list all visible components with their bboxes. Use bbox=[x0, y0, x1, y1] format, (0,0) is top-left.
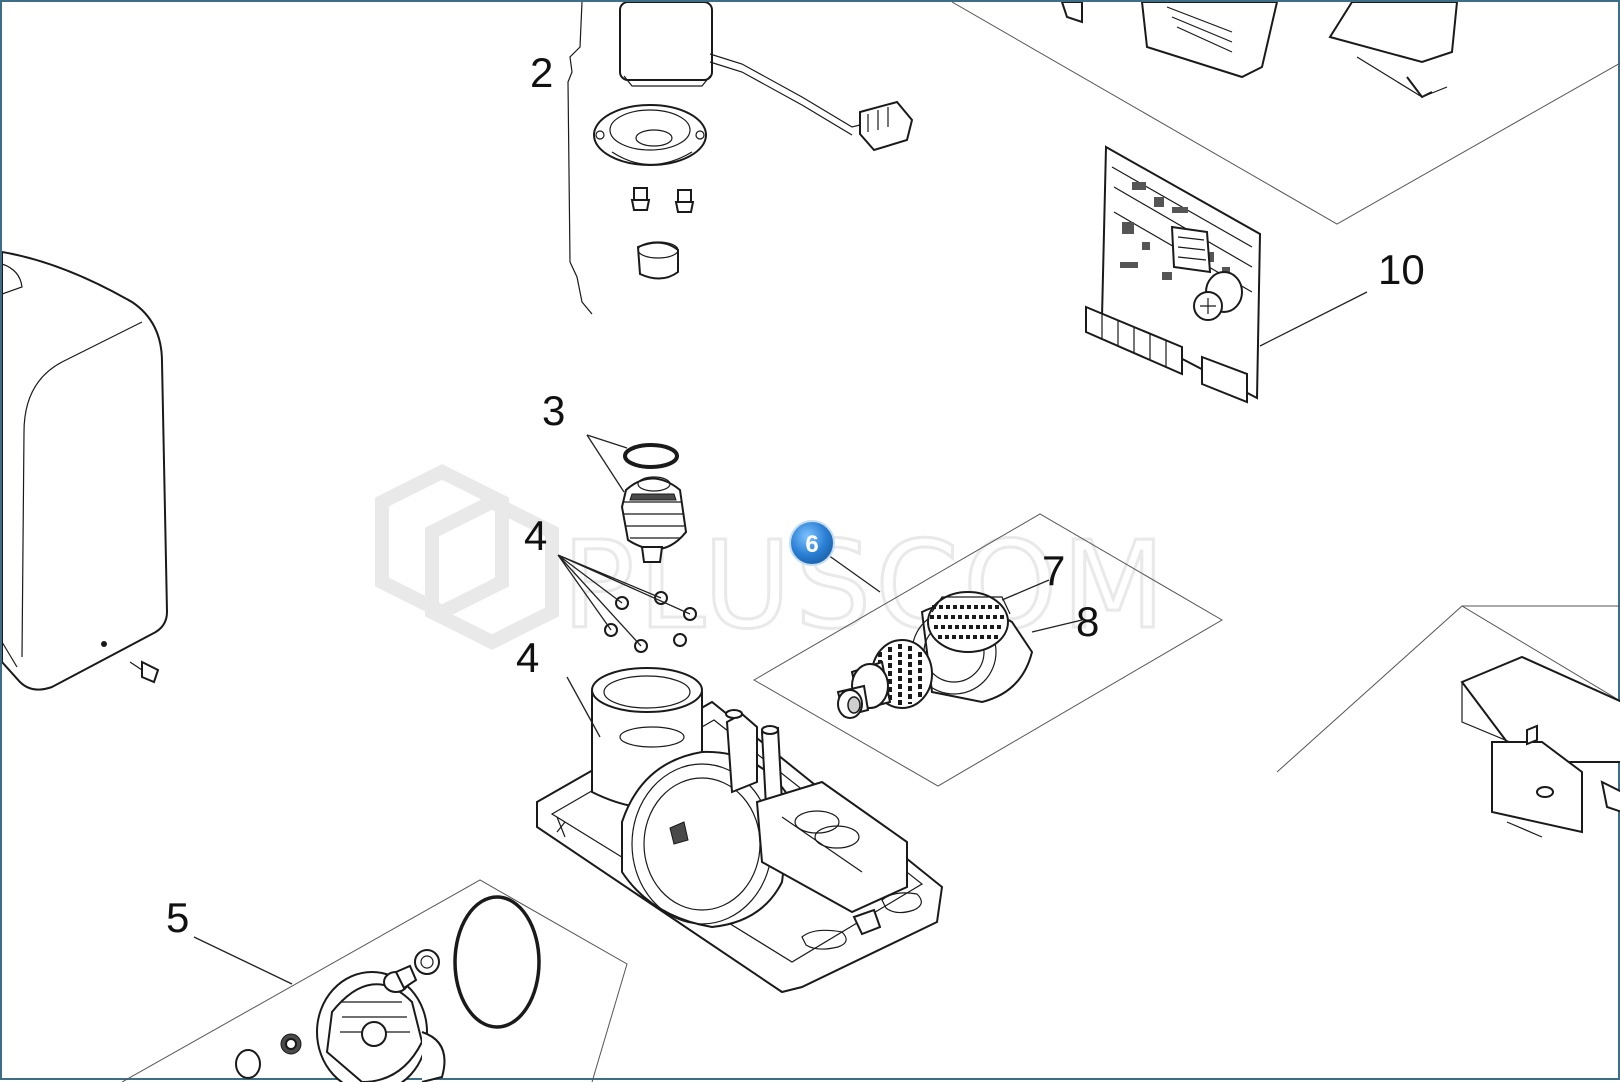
release-disc bbox=[316, 971, 446, 1082]
part-6-gear-assembly bbox=[836, 591, 1034, 719]
motor-coupling bbox=[636, 241, 679, 280]
leader-3-oring bbox=[586, 434, 628, 449]
callout-2: 2 bbox=[530, 49, 553, 96]
motor-connector bbox=[859, 100, 914, 152]
cover-housing bbox=[2, 250, 169, 691]
callout-4-screws: 4 bbox=[524, 512, 547, 559]
callout-7: 7 bbox=[1042, 547, 1065, 594]
base-support-post bbox=[725, 709, 784, 808]
leader-4-base bbox=[566, 676, 601, 738]
callout-3: 3 bbox=[542, 387, 565, 434]
pcb-capacitor bbox=[1193, 271, 1243, 321]
part-5-release-assembly bbox=[235, 895, 541, 1082]
gearbox-base-housing bbox=[536, 667, 944, 994]
top-right-bracket bbox=[1060, 2, 1459, 99]
cover-screw bbox=[129, 660, 160, 684]
pcb-terminal-blocks bbox=[1085, 305, 1248, 404]
callout-8: 8 bbox=[1076, 598, 1099, 645]
callout-4-base: 4 bbox=[516, 634, 539, 681]
motor-flange bbox=[593, 104, 707, 166]
leader-lines bbox=[193, 291, 1368, 985]
group-outlines bbox=[121, 2, 1620, 1082]
leader-7 bbox=[1001, 579, 1050, 601]
release-knob bbox=[383, 964, 418, 993]
callout-6-badge[interactable]: 6 bbox=[789, 520, 835, 566]
leader-4-screws bbox=[557, 554, 691, 647]
base-electrical-box bbox=[755, 780, 908, 914]
leader-3-worm bbox=[586, 434, 625, 493]
group-box-6 bbox=[753, 513, 1223, 787]
cover-oring bbox=[453, 895, 541, 1029]
part-7-gear bbox=[927, 591, 1011, 653]
badge-circle[interactable] bbox=[789, 520, 835, 566]
release-cap bbox=[235, 1049, 261, 1079]
leader-8 bbox=[1031, 619, 1083, 633]
callout-5: 5 bbox=[166, 894, 189, 941]
part-2-motor bbox=[567, 2, 914, 315]
pcb-transformer bbox=[1170, 225, 1212, 274]
output-shaft bbox=[836, 660, 892, 719]
leader-10 bbox=[1259, 291, 1368, 347]
release-screw-small bbox=[280, 1033, 302, 1055]
callout-10: 10 bbox=[1378, 246, 1425, 293]
badge-label: 6 bbox=[805, 531, 818, 558]
right-bracket bbox=[1460, 655, 1620, 838]
part-3-worm-gear bbox=[620, 443, 688, 563]
motor-screws bbox=[630, 187, 695, 213]
release-bushing bbox=[414, 949, 440, 975]
base-mounting-slots bbox=[801, 892, 922, 950]
part-10-control-board bbox=[1085, 145, 1262, 404]
callout-labels: 2 3 4 4 5 7 8 10 bbox=[166, 49, 1425, 941]
watermark-logo bbox=[375, 464, 559, 650]
leader-5 bbox=[193, 936, 293, 985]
